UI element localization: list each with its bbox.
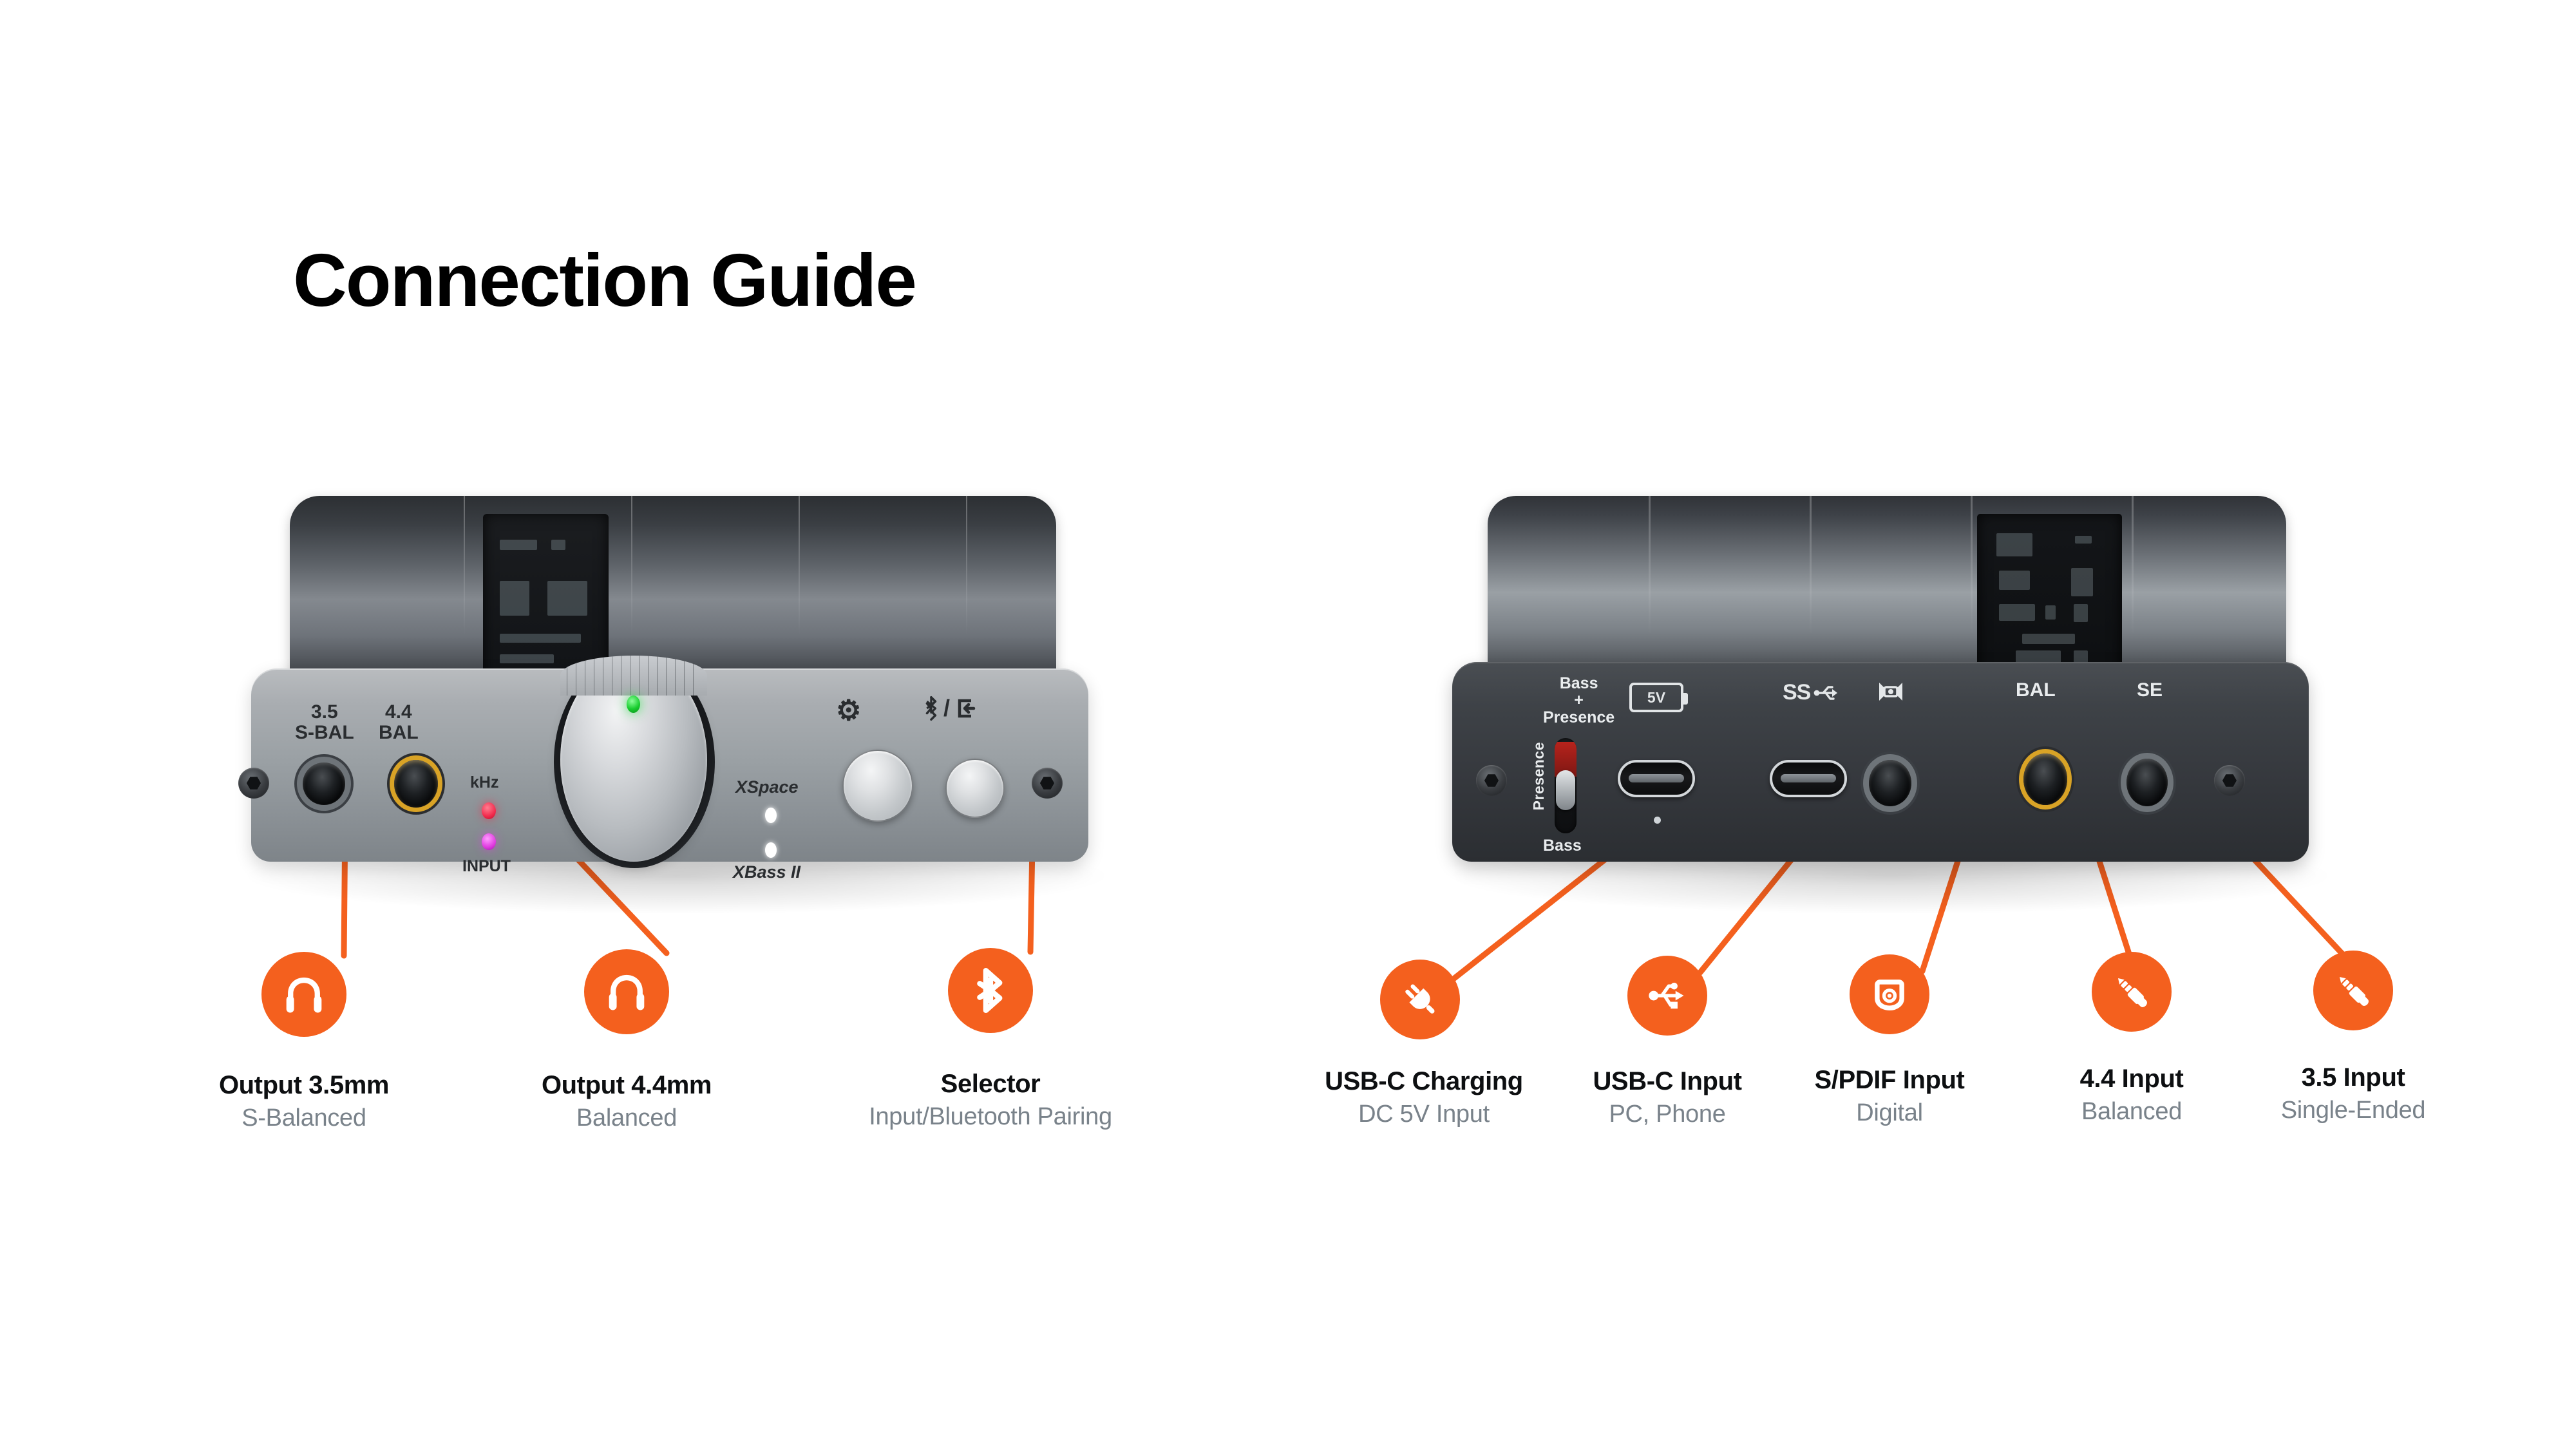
device-front-panel: 3.5 S-BAL 4.4 BAL kHz INPUT ⚙ / <box>213 489 1159 914</box>
input-indicator-led <box>482 833 496 850</box>
device-display-screen <box>483 514 609 687</box>
label-xbass: XBass II <box>733 862 801 882</box>
caption-35-input: 3.5 Input Single-Ended <box>2173 1063 2533 1126</box>
caption-title: 3.5 Input <box>2301 1063 2405 1092</box>
usb-superspeed-icon: SS <box>1783 680 1842 705</box>
label-bass-presence: Bass + Presence <box>1543 674 1615 726</box>
xbass-led <box>765 842 777 858</box>
device-display-screen-rear <box>1977 514 2122 683</box>
caption-usbc-charging: USB-C Charging DC 5V Input <box>1244 1066 1604 1130</box>
label-bass: Bass <box>1543 837 1582 855</box>
label-35-sbal: 3.5 S-BAL <box>295 701 354 743</box>
caption-title: Output 3.5mm <box>218 1071 390 1099</box>
khz-indicator-led <box>482 802 496 819</box>
caption-usbc-input: USB-C Input PC, Phone <box>1487 1066 1848 1130</box>
caption-title: Selector <box>940 1070 1041 1098</box>
caption-title: USB-C Input <box>1593 1067 1742 1095</box>
headphone-jack-35mm[interactable] <box>303 762 345 805</box>
callout-badge-selector[interactable] <box>948 948 1033 1033</box>
device-rear-panel: Bass + Presence Presence Bass 5V SS <box>1417 489 2383 914</box>
label-input: INPUT <box>462 857 511 875</box>
charge-status-led <box>1654 817 1661 824</box>
callout-badge-44-input[interactable] <box>2092 952 2172 1032</box>
caption-output-44: Output 4.4mm Balanced <box>433 1070 820 1133</box>
label-bal: BAL <box>2016 679 2056 701</box>
single-ended-35mm-input-jack[interactable] <box>2126 759 2168 806</box>
usb-trident-icon <box>1814 685 1838 700</box>
callout-badge-output-44[interactable] <box>584 949 669 1034</box>
usbc-data-port[interactable] <box>1770 760 1847 797</box>
settings-button[interactable] <box>842 750 913 822</box>
power-plug-icon <box>1405 984 1435 1014</box>
caption-subtitle: S-Balanced <box>242 1104 366 1132</box>
device-body-top-rear <box>1488 496 2286 689</box>
caption-subtitle: DC 5V Input <box>1358 1101 1490 1128</box>
caption-subtitle: Single-Ended <box>2280 1097 2426 1124</box>
bluetooth-icon <box>977 967 1003 1014</box>
caption-output-35: Output 3.5mm S-Balanced <box>111 1070 497 1133</box>
usb-icon <box>1649 982 1684 1009</box>
headphone-jack-44mm[interactable] <box>394 760 438 808</box>
page-title: Connection Guide <box>293 238 917 322</box>
headphones-icon <box>609 974 645 1010</box>
callout-badge-35-input[interactable] <box>2313 951 2393 1030</box>
selector-button[interactable] <box>945 759 1005 818</box>
power-status-led <box>627 696 640 713</box>
caption-selector: Selector Input/Bluetooth Pairing <box>797 1069 1184 1132</box>
label-44-bal: 4.4 BAL <box>379 701 419 743</box>
separator-slash: / <box>943 695 951 721</box>
caption-subtitle: Balanced <box>2081 1098 2183 1126</box>
label-khz: kHz <box>470 773 499 791</box>
input-arrow-icon <box>958 699 976 718</box>
gear-icon: ⚙ <box>836 695 862 726</box>
callout-badge-usbc-charging[interactable] <box>1380 960 1460 1039</box>
label-presence-vertical: Presence <box>1530 742 1547 811</box>
xspace-led <box>765 808 777 823</box>
caption-title: 4.4 Input <box>2079 1065 2184 1093</box>
faceplate-screw-right <box>1032 768 1063 799</box>
caption-title: USB-C Charging <box>1325 1067 1523 1095</box>
faceplate-screw-left <box>238 768 269 799</box>
callout-badge-output-35[interactable] <box>261 952 346 1037</box>
volume-knob-ridges <box>560 656 707 696</box>
label-se: SE <box>2137 679 2163 701</box>
callout-badge-spdif[interactable] <box>1850 954 1929 1034</box>
power-5v-icon: 5V <box>1629 683 1688 712</box>
caption-subtitle: Input/Bluetooth Pairing <box>869 1103 1112 1131</box>
audio-jack-icon <box>2117 978 2147 1007</box>
rear-screw-right <box>2214 765 2245 796</box>
caption-subtitle: PC, Phone <box>1609 1101 1726 1128</box>
spdif-input-jack[interactable] <box>1869 760 1911 806</box>
optical-spdif-icon <box>1875 980 1904 1010</box>
caption-subtitle: Digital <box>1856 1099 1923 1127</box>
caption-subtitle: Balanced <box>576 1104 677 1132</box>
rear-screw-left <box>1476 765 1507 796</box>
usbc-charging-port[interactable] <box>1618 760 1695 797</box>
audio-jack-icon <box>2339 976 2369 1006</box>
label-xspace: XSpace <box>735 777 799 797</box>
headphones-icon <box>286 977 322 1013</box>
caption-title: Output 4.4mm <box>541 1071 712 1099</box>
caption-title: S/PDIF Input <box>1814 1066 1965 1094</box>
caption-spdif: S/PDIF Input Digital <box>1709 1065 2070 1128</box>
bluetooth-input-select-icon: / <box>923 694 979 723</box>
callout-badge-usbc-input[interactable] <box>1627 956 1707 1036</box>
caption-44-input: 4.4 Input Balanced <box>1951 1064 2312 1127</box>
bass-presence-toggle[interactable] <box>1555 738 1577 833</box>
bluetooth-icon <box>925 696 937 721</box>
balanced-44mm-input-jack[interactable] <box>2023 753 2067 805</box>
optical-spdif-icon <box>1879 683 1902 701</box>
